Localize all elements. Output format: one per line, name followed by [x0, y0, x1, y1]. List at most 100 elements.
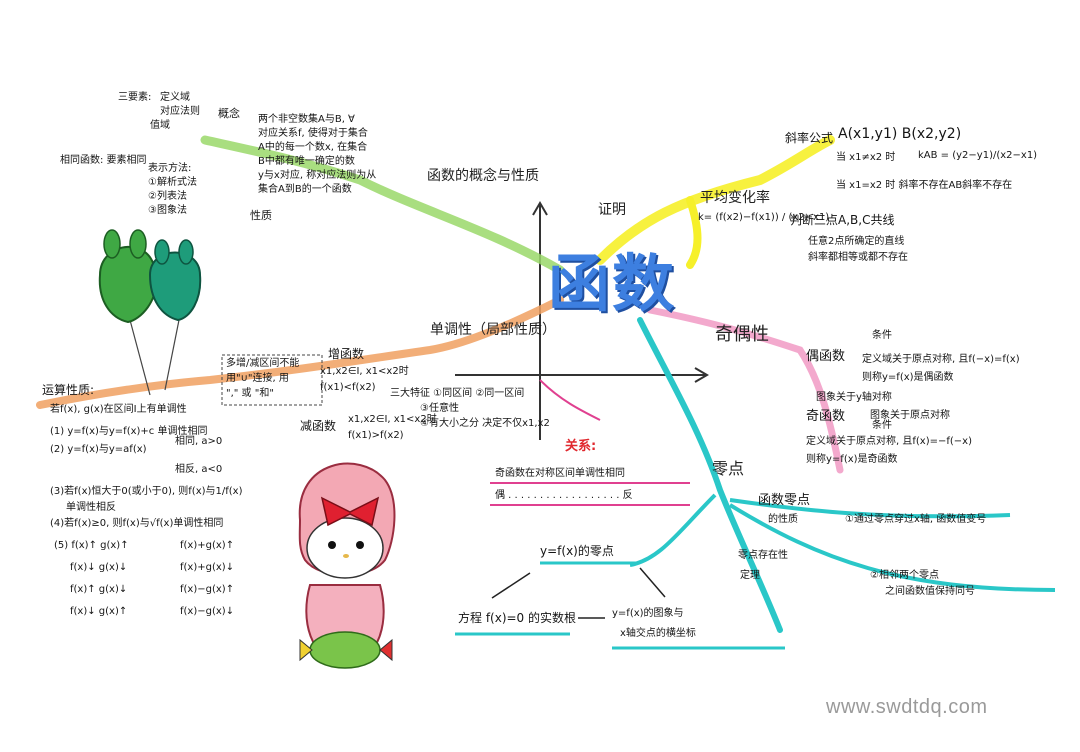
zero-intersection: y=f(x)的图象与 — [612, 608, 684, 619]
zero-property: ①通过零点穿过x轴, 函数值变号 — [845, 514, 987, 525]
relation-line: 偶 . . . . . . . . . . . . . . . . . . 反 — [495, 490, 633, 501]
definition-line: A中的每一个数x, 在集合 — [258, 142, 368, 153]
branch-line-zero — [637, 317, 783, 633]
rules-table-left: f(x)↓ g(x)↓ — [70, 562, 128, 573]
rules-line: 相同, a>0 — [175, 436, 223, 447]
even-graph: 图象关于y轴对称 — [816, 392, 892, 403]
note-line: 用"∪"连接, 用 — [226, 373, 289, 384]
representation-item: ②列表法 — [148, 191, 187, 202]
rules-line: (1) y=f(x)与y=f(x)+c 单调性相同 — [50, 426, 208, 437]
three-elements-item: 定义域 — [160, 92, 190, 103]
definition-line: 两个非空数集A与B, ∀ — [258, 114, 355, 125]
zero-property: 之间函数值保持同号 — [885, 586, 975, 597]
branch-line-concept — [200, 135, 565, 275]
condition-label: 条件 — [872, 420, 892, 431]
even-function: 偶函数 — [806, 349, 846, 364]
rules-table-left: f(x)↑ g(x)↓ — [70, 584, 128, 595]
function-zero: 函数零点 — [758, 493, 811, 508]
mid-note-line: ④有大小之分 决定不仅x1,x2 — [420, 418, 550, 429]
arrow-decoration — [491, 567, 666, 619]
cartoon-character-decoration — [298, 462, 396, 669]
branch-line-relation — [539, 379, 601, 421]
label-property: 性质 — [250, 209, 272, 222]
definition-line: B中都有唯一确定的数 — [258, 156, 355, 167]
avg-rate-formula: k= (f(x2)−f(x1)) / (x2−x1) — [698, 212, 830, 223]
rules-line: (2) y=f(x)与y=af(x) — [50, 444, 147, 455]
branch-line-zero-props2 — [728, 503, 1056, 592]
representation-item: ③图象法 — [148, 205, 187, 216]
slope-when-neq: 当 x1≠x2 时 — [836, 152, 896, 163]
three-elements-title: 三要素: — [118, 92, 152, 103]
zero-property: ②相邻两个零点 — [870, 570, 939, 581]
three-elements-item: 值域 — [150, 120, 170, 131]
branch-avg-rate: 平均变化率 — [700, 190, 770, 206]
relation-line: 奇函数在对称区间单调性相同 — [495, 468, 625, 479]
odd-function: 奇函数 — [806, 409, 846, 424]
odd-description: 则称y=f(x)是奇函数 — [806, 454, 898, 465]
branch-line-mono — [36, 296, 564, 409]
even-description: 定义域关于原点对称, 且f(−x)=f(x) — [862, 354, 1020, 365]
definition-line: y与x对应, 称对应法则为从 — [258, 170, 377, 181]
slope-kab: kAB = (y2−y1)/(x2−x1) — [918, 150, 1038, 161]
collinear-line: 任意2点所确定的直线 — [808, 236, 905, 247]
odd-graph: 图象关于原点对称 — [870, 410, 950, 421]
decreasing-result: f(x1)>f(x2) — [348, 430, 404, 441]
decreasing-function: 减函数 — [300, 419, 337, 433]
branch-proof: 证明 — [598, 202, 626, 218]
rules-table-left: (5) f(x)↑ g(x)↑ — [54, 540, 129, 551]
equal-functions: 相同函数: 要素相同 — [60, 155, 147, 166]
zero-of-function: y=f(x)的零点 — [540, 544, 614, 558]
branch-line-avgrate — [686, 196, 702, 269]
slope-when-eq: 当 x1=x2 时 斜率不存在AB斜率不存在 — [836, 180, 1013, 191]
representation-item: ①解析式法 — [148, 177, 197, 188]
zero-intersection: x轴交点的横坐标 — [620, 628, 696, 639]
rules-table-right: f(x)+g(x)↓ — [180, 562, 235, 573]
branch-parity: 奇偶性 — [715, 324, 769, 345]
increasing-function: 增函数 — [328, 347, 365, 361]
central-topic: 函数 — [548, 247, 677, 320]
rules-table-right: f(x)+g(x)↑ — [180, 540, 235, 551]
rules-line: (4)若f(x)≥0, 则f(x)与√f(x)单调性相同 — [50, 518, 224, 529]
mid-note-line: ③任意性 — [420, 403, 459, 414]
rules-line: 单调性相反 — [66, 502, 116, 513]
label-concept: 概念 — [218, 107, 240, 120]
zero-theorem: 定理 — [740, 570, 760, 581]
rules-line: (3)若f(x)恒大于0(或小于0), 则f(x)与1/f(x) — [50, 486, 243, 497]
collinear-title: 判断三点A,B,C共线 — [790, 213, 895, 227]
zero-property-label: 的性质 — [768, 514, 798, 525]
rules-table-right: f(x)−g(x)↓ — [180, 606, 235, 617]
condition-label: 条件 — [872, 330, 892, 341]
slope-points: A(x1,y1) B(x2,y2) — [838, 126, 962, 142]
relation-title: 关系: — [565, 439, 597, 454]
rules-line: 相反, a<0 — [175, 464, 223, 475]
even-description: 则称y=f(x)是偶函数 — [862, 372, 954, 383]
definition-line: 集合A到B的一个函数 — [258, 184, 352, 195]
branch-line-zero-props — [729, 498, 1011, 519]
branch-zeros: 零点 — [712, 459, 745, 478]
watermark: www.swdtdq.com — [826, 696, 988, 718]
rules-table-right: f(x)−g(x)↑ — [180, 584, 235, 595]
increasing-condition: x1,x2∈I, x1<x2时 — [320, 366, 409, 377]
representation-title: 表示方法: — [148, 163, 192, 174]
rules-line: 若f(x), g(x)在区间I上有单调性 — [50, 404, 187, 415]
branch-monotonic: 单调性（局部性质） — [430, 322, 556, 338]
definition-line: 对应关系f, 使得对于集合 — [258, 128, 368, 139]
odd-description: 定义域关于原点对称, 且f(x)=−f(−x) — [806, 436, 972, 447]
balloon-decoration — [98, 229, 202, 396]
slope-formula-label: 斜率公式 — [785, 131, 834, 145]
branch-line-proof — [595, 135, 835, 265]
collinear-line: 斜率都相等或都不存在 — [808, 252, 908, 263]
note-line: 多增/减区间不能 — [226, 358, 300, 369]
zero-equation: 方程 f(x)=0 的实数根 — [458, 611, 577, 625]
decreasing-condition: x1,x2∈I, x1<x2时 — [348, 414, 437, 425]
axes-decoration — [455, 201, 709, 440]
note-box-frame — [221, 354, 323, 406]
increasing-result: f(x1)<f(x2) — [320, 382, 376, 393]
note-line: "," 或 "和" — [226, 388, 274, 399]
rules-table-left: f(x)↓ g(x)↑ — [70, 606, 128, 617]
zero-existence: 零点存在性 — [738, 550, 788, 561]
branch-concept-title: 函数的概念与性质 — [427, 168, 539, 184]
mid-note-line: 三大特征 ①同区间 ②同一区间 — [390, 388, 525, 399]
